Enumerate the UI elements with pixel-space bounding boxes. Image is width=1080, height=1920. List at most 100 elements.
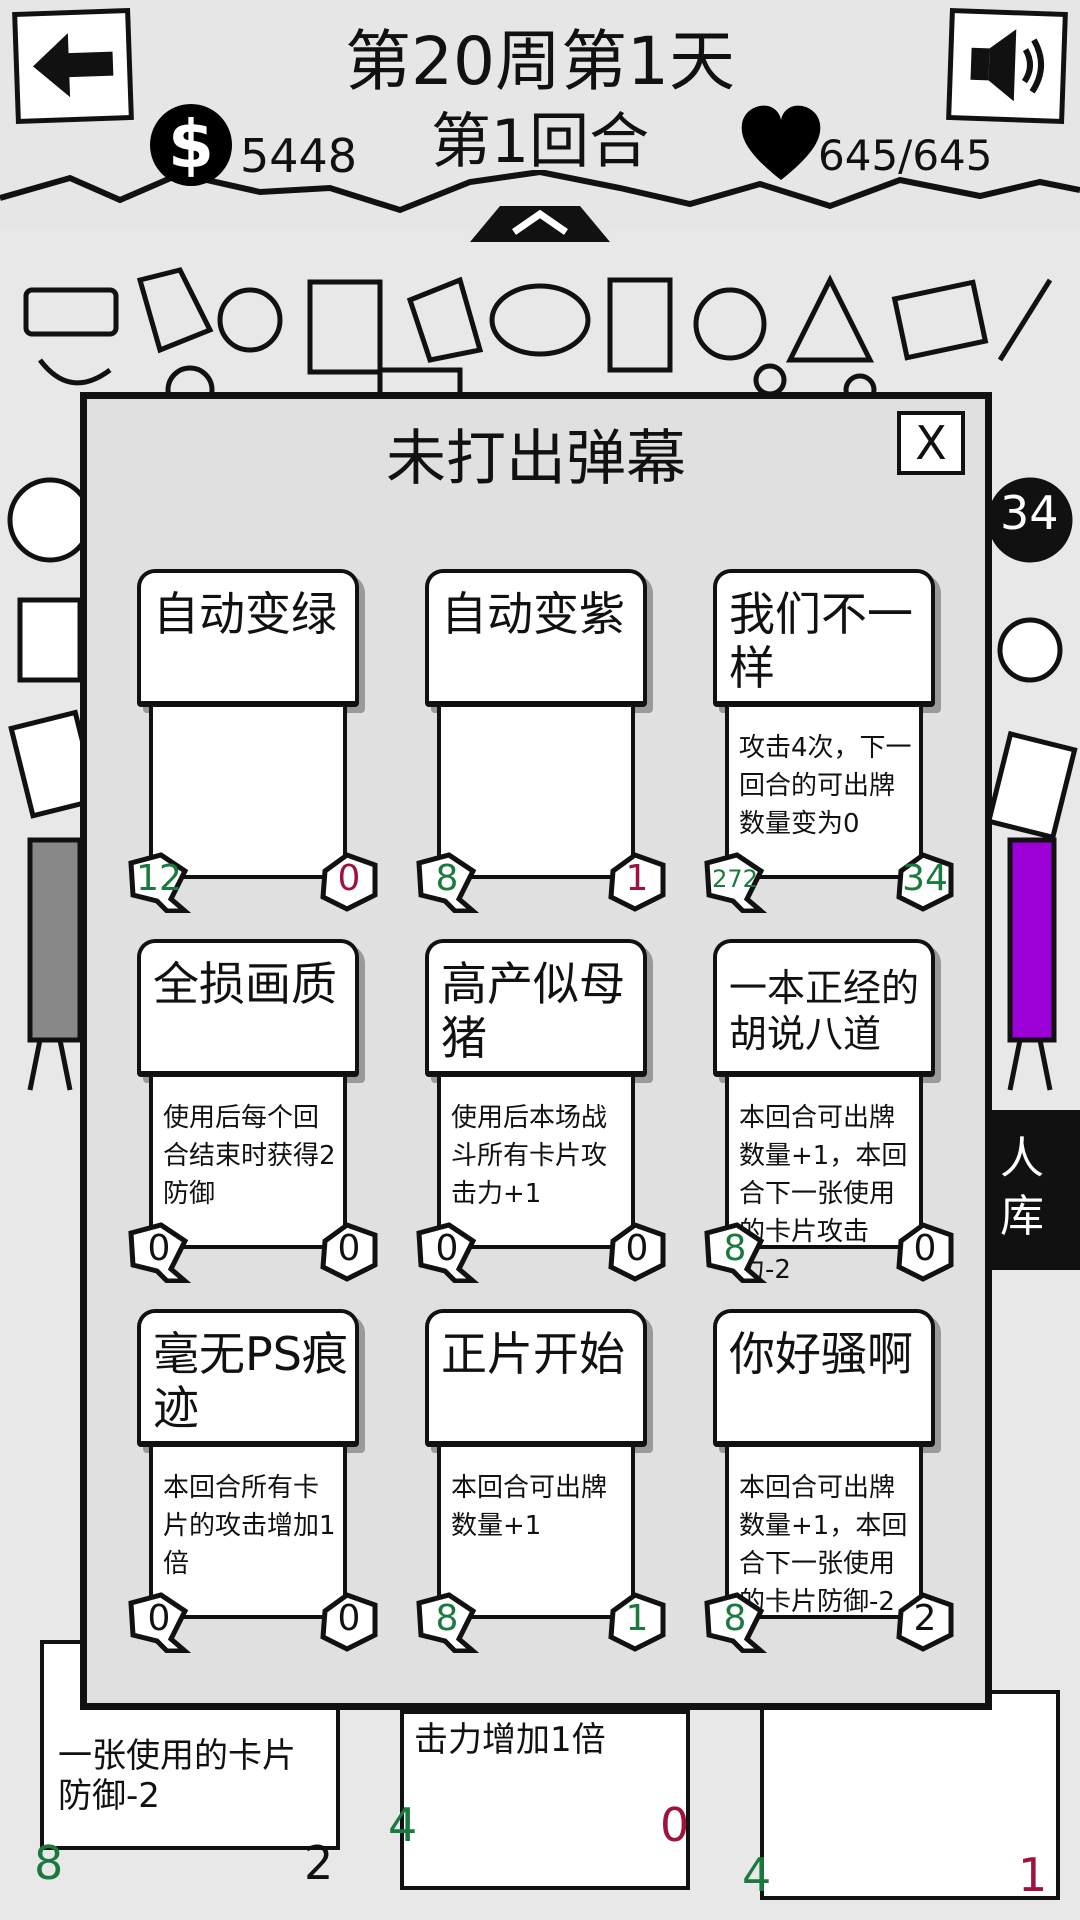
card-item[interactable]: 我们不一样攻击4次，下一回合的可出牌数量变为0 272 34 — [703, 569, 954, 925]
defense-badge: 1 — [605, 851, 669, 912]
card-item[interactable]: 自动变紫 8 1 — [415, 569, 666, 925]
card-header: 自动变紫 — [425, 569, 647, 707]
defense-value: 0 — [337, 858, 361, 899]
hand-card-attack: 8 — [34, 1836, 64, 1890]
card-header: 自动变绿 — [137, 569, 359, 707]
card-description: 使用后本场战斗所有卡片攻击力+1 — [451, 1103, 608, 1209]
enemy-character-decoration — [990, 477, 1078, 1091]
attack-value: 8 — [435, 858, 459, 899]
card-item[interactable]: 自动变绿 12 0 — [127, 569, 378, 925]
defense-badge: 0 — [605, 1221, 669, 1282]
attack-value: 0 — [147, 1228, 171, 1269]
sticker-row-decoration — [23, 267, 1053, 415]
hand-card-text: 击力增加1倍 — [414, 1720, 606, 1760]
hp-value: 645/645 — [818, 131, 993, 180]
hand-card-defense: 2 — [304, 1836, 334, 1890]
week-day-label: 第20周第1天 — [345, 23, 735, 100]
defense-value: 0 — [337, 1598, 361, 1639]
card-body: 本回合所有卡片的攻击增加1倍 — [149, 1447, 347, 1619]
attack-value: 0 — [147, 1598, 171, 1639]
defense-badge: 34 — [893, 851, 957, 912]
back-arrow-icon — [32, 33, 114, 98]
hand-card-defense: 0 — [660, 1798, 690, 1852]
library-label: 人 库 — [1000, 1133, 1044, 1242]
defense-badge: 2 — [893, 1591, 957, 1652]
back-button[interactable] — [12, 7, 134, 125]
hand-card-attack: 4 — [742, 1848, 772, 1902]
card-body: 使用后每个回合结束时获得2防御 — [149, 1077, 347, 1249]
card-name: 你好骚啊 — [729, 1327, 913, 1381]
hand-card[interactable] — [760, 1690, 1060, 1900]
attack-value: 12 — [136, 858, 182, 899]
attack-badge: 272 — [703, 851, 767, 913]
card-body — [149, 707, 347, 879]
card-description: 本回合所有卡片的攻击增加1倍 — [163, 1473, 336, 1579]
card-item[interactable]: 高产似母猪使用后本场战斗所有卡片攻击力+1 0 0 — [415, 939, 666, 1295]
card-name: 自动变绿 — [153, 587, 337, 641]
attack-value: 8 — [723, 1598, 747, 1639]
card-description: 本回合可出牌数量+1 — [451, 1473, 608, 1541]
sound-toggle-button[interactable] — [946, 7, 1068, 125]
card-header: 你好骚啊 — [713, 1309, 935, 1447]
hand-card-text: 一张使用的卡片防御-2 — [58, 1736, 296, 1816]
player-side-number: 64 — [24, 498, 83, 552]
attack-badge: 0 — [127, 1591, 191, 1653]
card-header: 全损画质 — [137, 939, 359, 1077]
hand-card-defense: 1 — [1018, 1848, 1048, 1902]
player-character-decoration — [7, 477, 90, 1091]
card-body — [437, 707, 635, 879]
defense-badge: 1 — [605, 1591, 669, 1652]
card-name: 全损画质 — [153, 957, 337, 1011]
hand-card[interactable] — [400, 1710, 690, 1890]
card-name: 自动变紫 — [441, 587, 625, 641]
card-description: 本回合可出牌数量+1，本回合下一张使用的卡片防御-2 — [739, 1473, 908, 1617]
card-header: 高产似母猪 — [425, 939, 647, 1077]
defense-badge: 0 — [317, 851, 381, 912]
card-name: 正片开始 — [441, 1327, 625, 1381]
torn-edge-decoration — [0, 170, 1080, 214]
card-header: 正片开始 — [425, 1309, 647, 1447]
defense-value: 0 — [913, 1228, 937, 1269]
defense-value: 0 — [337, 1228, 361, 1269]
chevron-up-icon[interactable] — [470, 192, 610, 242]
speaker-icon — [970, 29, 1045, 102]
attack-value: 0 — [435, 1228, 459, 1269]
attack-badge: 0 — [415, 1221, 479, 1283]
card-name: 高产似母猪 — [441, 957, 625, 1065]
battle-scene: 64 34 人 库 一张使用的卡片防御-2 击力增加1倍 8 2 4 0 4 1 — [0, 240, 1080, 1920]
coin-icon: $ — [150, 104, 232, 186]
card-name: 毫无PS痕迹 — [153, 1327, 348, 1435]
card-description: 攻击4次，下一回合的可出牌数量变为0 — [739, 733, 912, 839]
close-button[interactable]: X — [897, 411, 965, 475]
card-name: 我们不一样 — [729, 587, 913, 695]
hand-card-attack: 4 — [388, 1798, 418, 1852]
card-header: 一本正经的胡说八道 — [713, 939, 935, 1077]
card-header: 毫无PS痕迹 — [137, 1309, 359, 1447]
heart-icon — [741, 105, 821, 180]
attack-value: 272 — [712, 865, 758, 893]
card-body: 攻击4次，下一回合的可出牌数量变为0 — [725, 707, 923, 879]
card-header: 我们不一样 — [713, 569, 935, 707]
attack-badge: 0 — [127, 1221, 191, 1283]
defense-value: 1 — [625, 858, 649, 899]
dialog-title: 未打出弹幕 — [386, 424, 686, 494]
card-description: 使用后每个回合结束时获得2防御 — [163, 1103, 336, 1209]
defense-value: 0 — [625, 1228, 649, 1269]
round-label: 第1回合 — [430, 107, 650, 177]
card-body: 使用后本场战斗所有卡片攻击力+1 — [437, 1077, 635, 1249]
attack-badge: 8 — [703, 1221, 767, 1283]
enemy-side-number: 34 — [1000, 486, 1059, 540]
defense-value: 2 — [913, 1598, 937, 1639]
library-button[interactable] — [990, 1110, 1080, 1270]
attack-badge: 8 — [415, 851, 479, 913]
attack-value: 8 — [723, 1228, 747, 1269]
defense-value: 34 — [902, 858, 948, 899]
card-body: 本回合可出牌数量+1 — [437, 1447, 635, 1619]
defense-badge: 0 — [317, 1221, 381, 1282]
